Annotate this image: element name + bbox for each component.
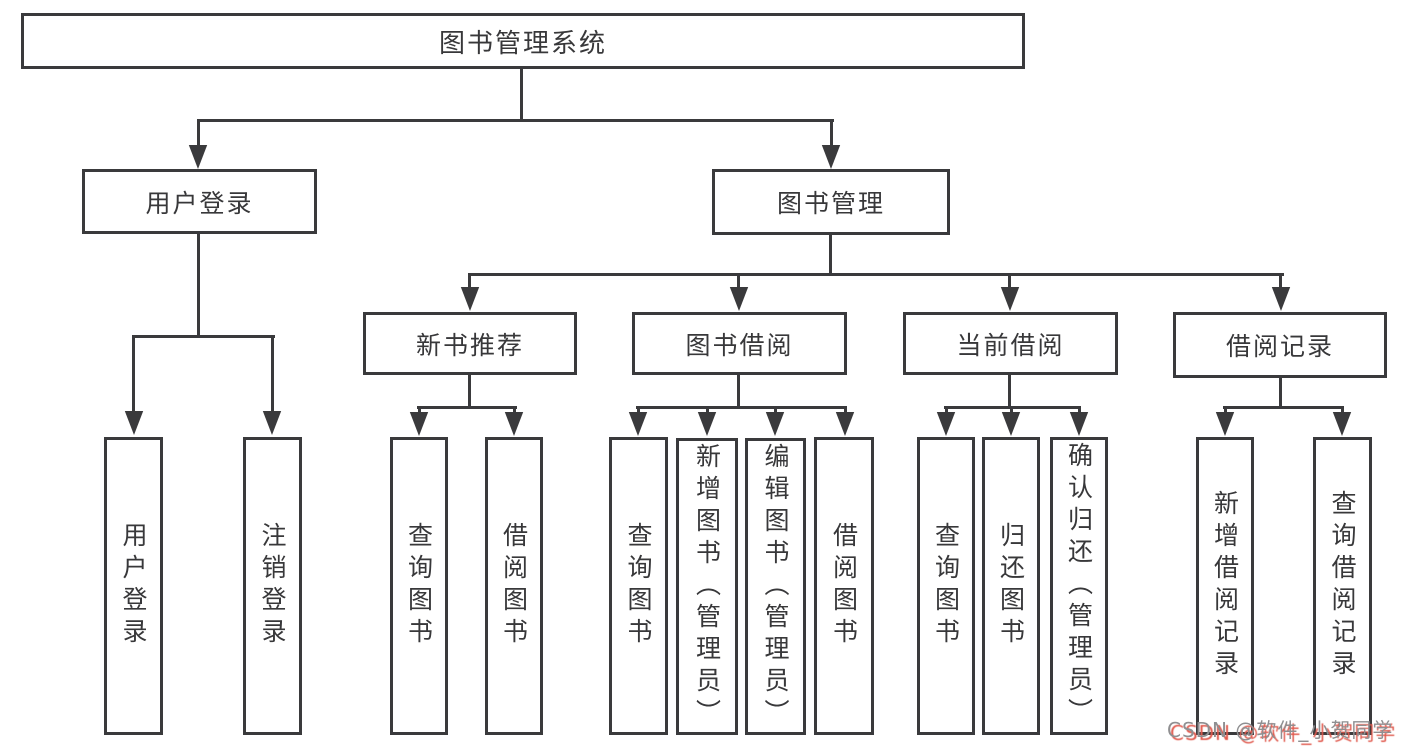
node-current-borrow: 当前借阅 bbox=[903, 312, 1118, 375]
connector-to-borrow-records bbox=[1279, 276, 1282, 290]
node-user-login: 用户登录 bbox=[82, 169, 317, 234]
connector-root-stem bbox=[520, 69, 523, 122]
leaf-borrow-query-books: 查询图书 bbox=[609, 437, 668, 735]
connector-level2-branch bbox=[197, 119, 834, 122]
connector-leaf-drop bbox=[1341, 406, 1344, 416]
arrow-down-icon bbox=[1332, 412, 1352, 436]
leaf-borrow-borrow-books: 借阅图书 bbox=[814, 437, 874, 735]
connector-leaf-drop bbox=[844, 406, 847, 416]
connector-new-book-stem bbox=[468, 375, 471, 408]
connector-leaf-drop bbox=[637, 406, 640, 416]
connector-level3-branch bbox=[468, 273, 1284, 276]
node-book-management-label: 图书管理 bbox=[776, 189, 885, 218]
leaf-records-query-record-label: 查询借阅记录 bbox=[1328, 490, 1357, 682]
connector-book-management-stem bbox=[829, 235, 832, 275]
arrow-down-icon bbox=[124, 411, 144, 435]
connector-new-book-branch bbox=[417, 406, 517, 409]
connector-to-current-borrow bbox=[1008, 276, 1011, 290]
connector-borrow-records-branch bbox=[1223, 406, 1344, 409]
leaf-newbook-query-books: 查询图书 bbox=[390, 437, 448, 735]
arrow-down-icon bbox=[697, 412, 717, 436]
node-borrow-records-label: 借阅记录 bbox=[1225, 332, 1334, 361]
connector-leaf-drop bbox=[513, 406, 516, 416]
arrow-down-icon bbox=[1069, 412, 1089, 436]
arrow-down-icon bbox=[1001, 412, 1021, 436]
connector-leaf-drop bbox=[1078, 406, 1081, 416]
node-root: 图书管理系统 bbox=[21, 13, 1025, 69]
leaf-records-query-record: 查询借阅记录 bbox=[1313, 437, 1372, 735]
arrow-down-icon bbox=[729, 287, 749, 311]
connector-leaf-drop bbox=[706, 406, 709, 416]
leaf-records-add-record: 新增借阅记录 bbox=[1196, 437, 1254, 735]
connector-leaf-drop bbox=[1224, 406, 1227, 416]
leaf-records-add-record-label: 新增借阅记录 bbox=[1210, 490, 1240, 682]
leaf-current-return-books: 归还图书 bbox=[982, 437, 1040, 735]
leaf-current-return-books-label: 归还图书 bbox=[996, 522, 1026, 650]
connector-to-book-management bbox=[830, 122, 833, 150]
node-new-book-recommend-label: 新书推荐 bbox=[415, 330, 524, 360]
connector-book-borrow-branch bbox=[636, 406, 847, 409]
arrow-down-icon bbox=[1215, 412, 1235, 436]
connector-current-borrow-stem bbox=[1008, 375, 1011, 408]
leaf-newbook-borrow-books-label: 借阅图书 bbox=[499, 522, 529, 650]
connector-to-leaf-logout bbox=[271, 338, 274, 414]
connector-leaf-drop bbox=[945, 406, 948, 416]
leaf-user-login-label: 用户登录 bbox=[119, 522, 148, 650]
arrow-down-icon bbox=[1000, 287, 1020, 311]
connector-to-new-book bbox=[468, 276, 471, 290]
leaf-logout-label: 注销登录 bbox=[258, 522, 287, 650]
arrow-down-icon bbox=[835, 412, 855, 436]
connector-leaf-drop bbox=[418, 406, 421, 416]
connector-leaf-drop bbox=[1010, 406, 1013, 416]
leaf-current-query-books: 查询图书 bbox=[917, 437, 975, 735]
connector-to-book-borrow bbox=[737, 276, 740, 290]
node-new-book-recommend: 新书推荐 bbox=[363, 312, 577, 375]
leaf-borrow-edit-books-admin-label: 编辑图书（管理员） bbox=[761, 442, 790, 731]
leaf-newbook-borrow-books: 借阅图书 bbox=[485, 437, 543, 735]
leaf-user-login: 用户登录 bbox=[104, 437, 163, 735]
connector-user-login-branch bbox=[132, 335, 275, 338]
leaf-logout: 注销登录 bbox=[243, 437, 302, 735]
connector-to-user-login bbox=[197, 122, 200, 150]
leaf-borrow-add-books-admin: 新增图书（管理员） bbox=[676, 438, 738, 735]
arrow-down-icon bbox=[1271, 287, 1291, 311]
leaf-current-query-books-label: 查询图书 bbox=[931, 522, 961, 650]
connector-to-leaf-user-login bbox=[132, 338, 135, 414]
node-book-borrow-label: 图书借阅 bbox=[685, 330, 794, 360]
connector-borrow-records-stem bbox=[1279, 378, 1282, 408]
arrow-down-icon bbox=[936, 412, 956, 436]
connector-book-borrow-stem bbox=[737, 375, 740, 408]
connector-leaf-drop bbox=[774, 406, 777, 416]
node-book-management: 图书管理 bbox=[712, 169, 950, 235]
node-current-borrow-label: 当前借阅 bbox=[956, 330, 1065, 360]
leaf-newbook-query-books-label: 查询图书 bbox=[404, 522, 434, 650]
leaf-current-confirm-return-admin-label: 确认归还（管理员） bbox=[1064, 442, 1094, 730]
leaf-borrow-query-books-label: 查询图书 bbox=[624, 522, 653, 650]
leaf-borrow-edit-books-admin: 编辑图书（管理员） bbox=[745, 438, 806, 735]
arrow-down-icon bbox=[409, 412, 429, 436]
csdn-watermark: CSDN @软件_小贺同学 bbox=[1167, 718, 1394, 742]
leaf-current-confirm-return-admin: 确认归还（管理员） bbox=[1050, 437, 1108, 735]
leaf-borrow-add-books-admin-label: 新增图书（管理员） bbox=[692, 442, 722, 731]
node-user-login-label: 用户登录 bbox=[145, 188, 254, 218]
node-borrow-records: 借阅记录 bbox=[1173, 312, 1387, 378]
arrow-down-icon bbox=[821, 145, 841, 169]
arrow-down-icon bbox=[504, 412, 524, 436]
arrow-down-icon bbox=[188, 145, 208, 169]
arrow-down-icon bbox=[765, 412, 785, 436]
arrow-down-icon bbox=[628, 412, 648, 436]
node-root-label: 图书管理系统 bbox=[438, 28, 607, 59]
leaf-borrow-borrow-books-label: 借阅图书 bbox=[829, 522, 859, 650]
arrow-down-icon bbox=[262, 411, 282, 435]
node-book-borrow: 图书借阅 bbox=[632, 312, 847, 375]
connector-user-login-stem bbox=[197, 234, 200, 337]
arrow-down-icon bbox=[460, 287, 480, 311]
